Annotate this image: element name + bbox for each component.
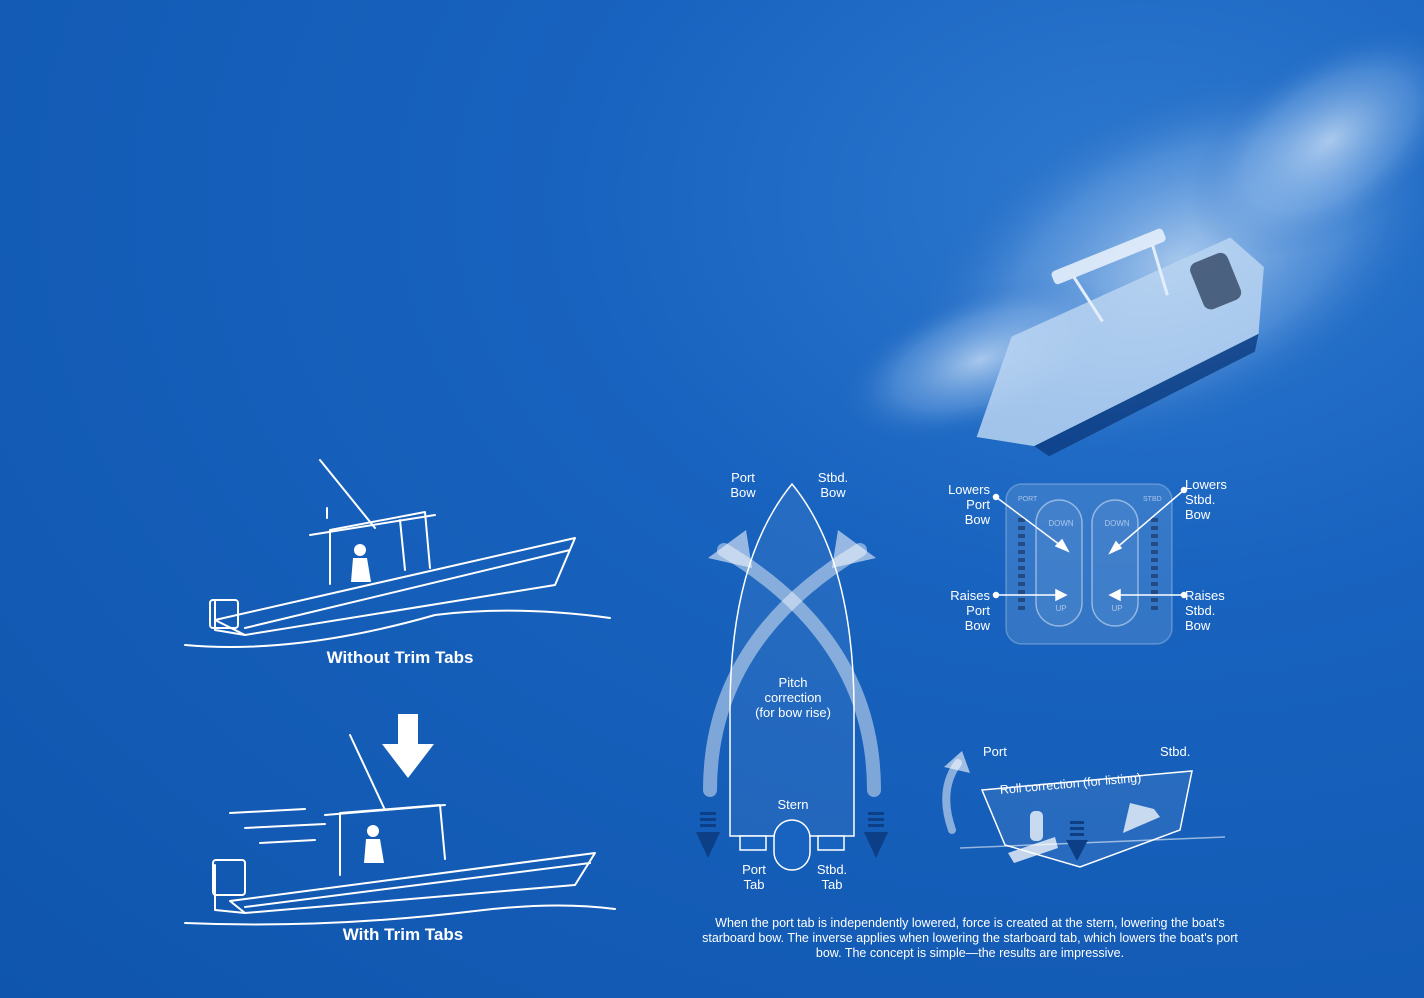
arrow-down-icon	[382, 714, 434, 778]
trim-tabs	[739, 835, 845, 851]
label-lowers-port-bow: Lowers Port Bow	[948, 482, 990, 527]
trim-tab-switch-panel	[992, 483, 1188, 645]
switch-panel-body	[1005, 483, 1173, 645]
arrow-up-left-icon	[708, 530, 752, 568]
switch-label-up-left: UP	[1055, 604, 1067, 613]
hull-cross-section	[980, 770, 1193, 868]
switch-label-stbd: STBD	[1143, 496, 1162, 503]
engine-right	[1123, 803, 1160, 833]
label-raises-port-bow: Raises Port Bow	[950, 588, 990, 633]
driver-silhouette	[364, 825, 384, 863]
boat-with-trim-tabs	[184, 734, 616, 926]
roll-correction-diagram	[942, 751, 1226, 868]
pitch-arrows	[703, 543, 881, 797]
boat-without-trim-tabs	[184, 459, 611, 648]
label-raises-stbd-bow: Raises Stbd. Bow	[1185, 588, 1225, 633]
label-stbd-tab: Stbd. Tab	[816, 862, 848, 892]
stern-motor	[773, 819, 811, 871]
pointer-arrows	[992, 486, 1188, 602]
switch-label-port: PORT	[1018, 496, 1038, 503]
photo-boat	[976, 228, 1264, 457]
roll-arrow	[942, 751, 970, 834]
switch-label-up-right: UP	[1111, 604, 1123, 613]
roll-label-stbd: Stbd.	[1160, 744, 1191, 759]
hull-outline	[729, 482, 855, 837]
label-pitch-correction: Pitch correction (for bow rise)	[755, 675, 831, 720]
waterline	[959, 836, 1226, 849]
arrow-up-right-icon	[832, 530, 876, 568]
label-stbd-bow: Stbd. Bow	[817, 470, 849, 500]
label-port-bow: Port Bow	[730, 470, 756, 500]
water-spray	[837, 22, 1424, 460]
roll-down-arrow-icon	[1066, 821, 1088, 861]
label-lowers-stbd-bow: Lowers Stbd. Bow	[1185, 477, 1227, 522]
hull-top-view-diagram	[696, 482, 888, 871]
label-port-tab: Port Tab	[742, 862, 766, 892]
driver-silhouette	[351, 544, 371, 582]
switch-label-down-right: DOWN	[1104, 519, 1130, 528]
caption-without-trim-tabs: Without Trim Tabs	[326, 648, 474, 667]
switch-label-down-left: DOWN	[1048, 519, 1074, 528]
label-stern: Stern	[777, 797, 809, 812]
indicator-bars	[1018, 518, 1158, 610]
roll-label-port: Port	[983, 744, 1007, 759]
trim-tab-description: When the port tab is independently lower…	[702, 916, 1238, 960]
tab-down-arrows	[696, 812, 888, 858]
caption-with-trim-tabs: With Trim Tabs	[342, 925, 464, 944]
engine-left	[1008, 811, 1058, 863]
